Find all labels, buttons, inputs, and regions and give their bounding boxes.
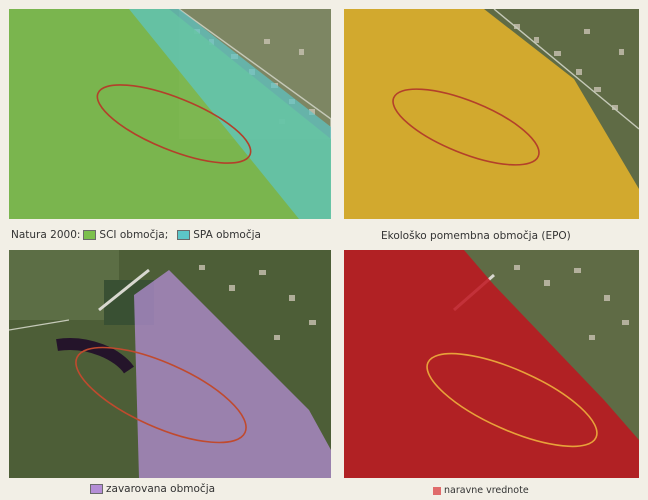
spa-legend-swatch [177,230,191,240]
protected-legend-swatch [90,484,103,494]
protected-areas-map [9,250,331,478]
natura-caption: Natura 2000: SCI območja; SPA območja [11,229,261,241]
natura-map [9,9,331,219]
protected-areas-map-panel [9,250,331,478]
epo-map [344,9,639,219]
epo-map-panel [344,9,639,219]
natural-values-caption: naravne vrednote [433,485,529,496]
epo-caption-text: Ekološko pomembna območja (EPO) [381,230,571,242]
natural-values-map-panel [344,250,639,478]
protected-legend-label: zavarovana območja [106,483,216,495]
sci-legend-label: SCI območja; [99,229,169,241]
natura-map-panel [9,9,331,219]
spa-legend-label: SPA območja [193,229,261,241]
natural-values-legend-label: naravne vrednote [444,485,529,496]
epo-caption: Ekološko pomembna območja (EPO) [381,230,571,242]
protected-caption: zavarovana območja [90,483,215,495]
natural-values-map [344,250,639,478]
natural-values-legend-swatch [433,486,441,495]
sci-legend-swatch [83,230,97,240]
natura-caption-prefix: Natura 2000: [11,229,81,241]
